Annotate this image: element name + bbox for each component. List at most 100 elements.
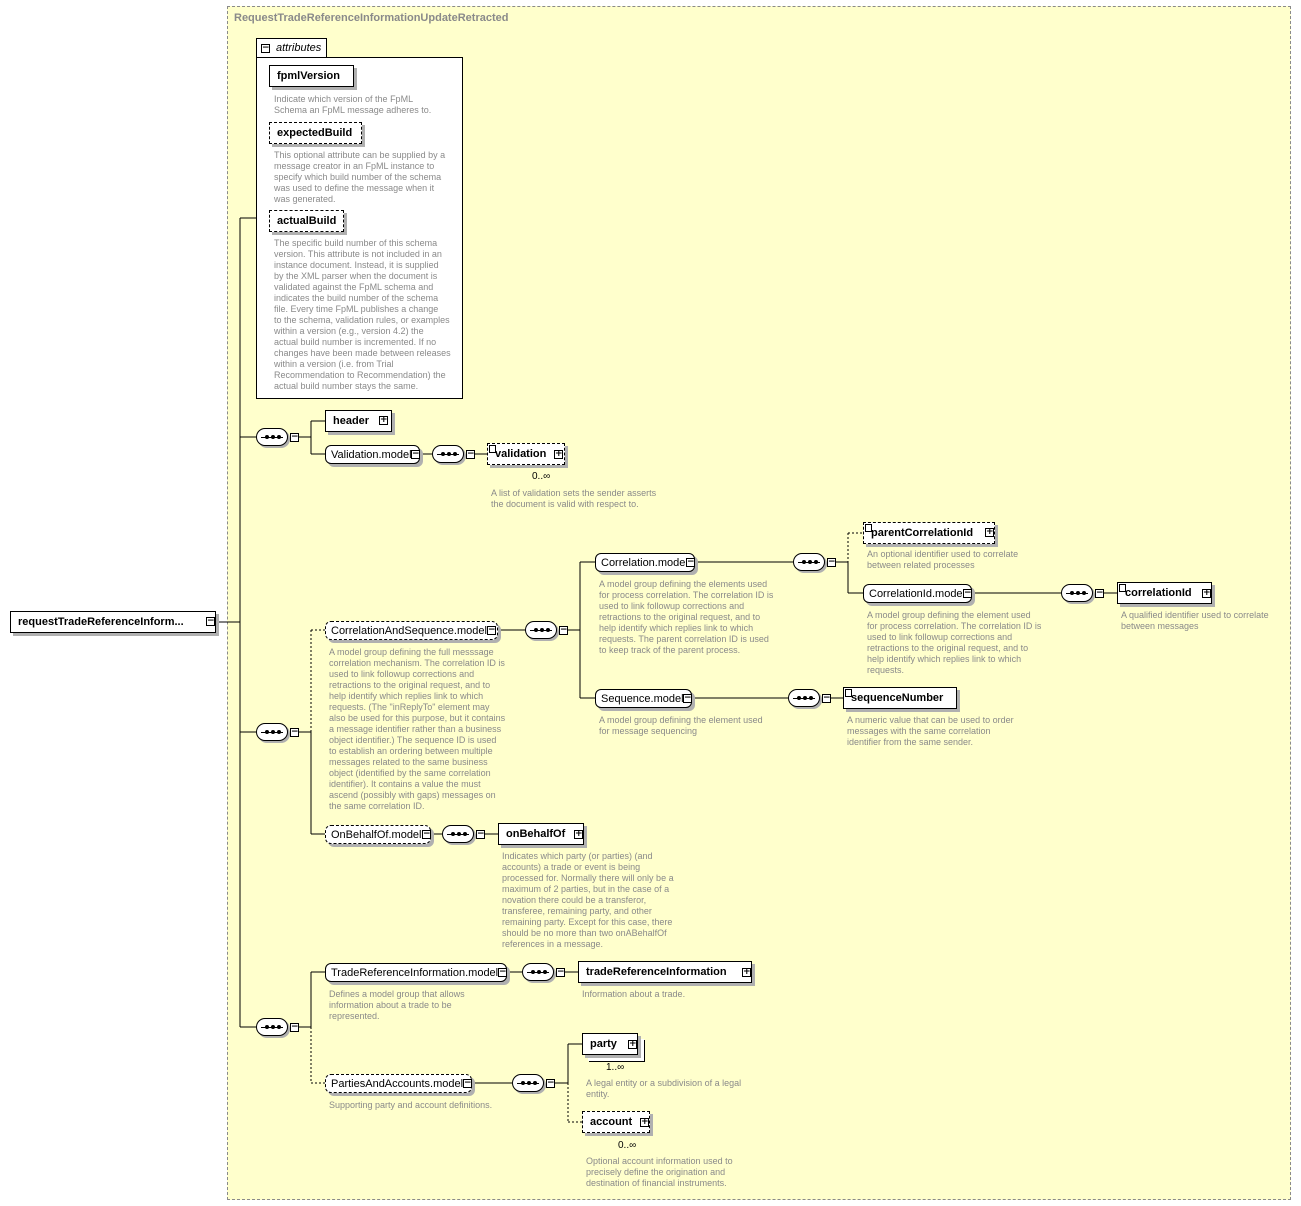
- collapse-icon[interactable]: −: [290, 727, 299, 737]
- element-parent-correlation-id[interactable]: parentCorrelationId: [863, 522, 995, 544]
- element-description: An optional identifier used to correlate…: [867, 549, 1019, 570]
- element-label: tradeReferenceInformation: [586, 966, 727, 978]
- collapse-icon[interactable]: −: [556, 967, 565, 977]
- group-label: Validation.model: [331, 448, 412, 461]
- element-label: party: [590, 1038, 617, 1050]
- group-correlation-model[interactable]: Correlation.model: [595, 553, 695, 572]
- group-description: Supporting party and account definitions…: [329, 1100, 493, 1110]
- element-description: A numeric value that can be used to orde…: [847, 715, 1014, 747]
- group-label: CorrelationId.model: [869, 587, 965, 600]
- element-on-behalf-of[interactable]: onBehalfOf: [498, 823, 584, 845]
- sequence-compositor: [788, 689, 820, 707]
- element-description: Information about a trade.: [582, 989, 686, 999]
- collapse-icon[interactable]: −: [206, 616, 215, 626]
- collapse-icon[interactable]: −: [498, 967, 507, 977]
- collapse-icon[interactable]: −: [686, 557, 695, 567]
- collapse-icon[interactable]: −: [411, 449, 420, 459]
- element-header[interactable]: header: [325, 410, 392, 432]
- collapse-icon[interactable]: −: [822, 693, 831, 703]
- cardinality-label: 0..∞: [618, 1140, 637, 1151]
- sequence-compositor: [256, 428, 288, 446]
- root-element-label: requestTradeReferenceInform...: [18, 616, 184, 628]
- complex-type-title: RequestTradeReferenceInformationUpdateRe…: [234, 12, 509, 24]
- element-description: A qualified identifier used to correlate…: [1121, 610, 1269, 631]
- cardinality-label: 1..∞: [606, 1062, 625, 1073]
- expand-icon[interactable]: +: [985, 527, 994, 537]
- element-label: validation: [495, 448, 547, 460]
- element-label: sequenceNumber: [851, 692, 944, 704]
- element-label: account: [590, 1116, 633, 1128]
- sequence-compositor: [256, 723, 288, 741]
- attribute-description: Indicate which version of the FpML Schem…: [274, 94, 432, 115]
- attribute-description: This optional attribute can be supplied …: [274, 150, 446, 204]
- collapse-icon[interactable]: −: [476, 829, 485, 839]
- element-label: header: [333, 415, 370, 427]
- element-label: parentCorrelationId: [871, 527, 974, 539]
- group-trade-reference-information-model[interactable]: TradeReferenceInformation.model: [325, 963, 507, 982]
- element-party[interactable]: party: [582, 1033, 638, 1055]
- group-description: Defines a model group that allows inform…: [329, 989, 465, 1021]
- collapse-icon[interactable]: −: [290, 1022, 299, 1032]
- element-validation[interactable]: validation: [487, 443, 565, 465]
- expand-icon[interactable]: +: [640, 1117, 649, 1127]
- sequence-compositor: [1061, 584, 1093, 602]
- sequence-compositor: [793, 553, 825, 571]
- group-on-behalf-of-model[interactable]: OnBehalfOf.model: [325, 825, 431, 844]
- collapse-icon[interactable]: −: [546, 1078, 555, 1088]
- collapse-icon[interactable]: −: [559, 625, 568, 635]
- element-description: Indicates which party (or parties) (and …: [502, 851, 674, 949]
- expand-icon[interactable]: +: [1202, 588, 1211, 598]
- sequence-compositor: [522, 963, 554, 981]
- group-validation-model[interactable]: Validation.model: [325, 445, 420, 464]
- collapse-icon[interactable]: −: [466, 449, 475, 459]
- group-description: A model group defining the full messsage…: [329, 647, 506, 811]
- element-account[interactable]: account: [582, 1111, 650, 1133]
- collapse-icon[interactable]: −: [683, 693, 692, 703]
- sequence-compositor: [256, 1018, 288, 1036]
- group-label: PartiesAndAccounts.model: [331, 1077, 464, 1090]
- collapse-icon[interactable]: −: [463, 1078, 472, 1088]
- element-description: A list of validation sets the sender ass…: [491, 488, 657, 509]
- attribute-fpml-version[interactable]: fpmlVersion: [269, 65, 354, 87]
- root-element[interactable]: requestTradeReferenceInform...: [10, 611, 216, 633]
- element-description: Optional account information used to pre…: [586, 1156, 733, 1188]
- expand-icon[interactable]: +: [379, 415, 388, 425]
- group-label: OnBehalfOf.model: [331, 828, 422, 841]
- expand-icon[interactable]: +: [628, 1039, 637, 1049]
- group-sequence-model[interactable]: Sequence.model: [595, 689, 692, 708]
- documentation-icon: [845, 689, 852, 697]
- documentation-icon: [1119, 584, 1126, 592]
- attribute-label: expectedBuild: [277, 127, 353, 139]
- collapse-icon[interactable]: −: [422, 829, 431, 839]
- sequence-compositor: [442, 825, 474, 843]
- collapse-icon[interactable]: −: [1095, 588, 1104, 598]
- group-correlation-and-sequence-model[interactable]: CorrelationAndSequence.model: [325, 621, 498, 640]
- sequence-compositor: [512, 1074, 544, 1092]
- sequence-compositor: [525, 621, 557, 639]
- expand-icon[interactable]: +: [742, 967, 751, 977]
- collapse-icon[interactable]: −: [827, 557, 836, 567]
- collapse-icon[interactable]: −: [261, 43, 270, 53]
- element-description: A legal entity or a subdivision of a leg…: [586, 1078, 742, 1099]
- attribute-label: actualBuild: [277, 215, 337, 227]
- cardinality-label: 0..∞: [532, 471, 551, 482]
- group-correlation-id-model[interactable]: CorrelationId.model: [863, 584, 972, 603]
- group-parties-and-accounts-model[interactable]: PartiesAndAccounts.model: [325, 1074, 472, 1093]
- expand-icon[interactable]: +: [574, 829, 583, 839]
- group-label: Sequence.model: [601, 692, 684, 705]
- attribute-actual-build[interactable]: actualBuild: [269, 210, 344, 232]
- group-description: A model group defining the elements used…: [599, 579, 774, 655]
- attributes-tab-label: attributes: [276, 42, 322, 54]
- element-correlation-id[interactable]: correlationId: [1117, 582, 1212, 604]
- element-sequence-number[interactable]: sequenceNumber: [843, 687, 957, 709]
- attribute-expected-build[interactable]: expectedBuild: [269, 122, 362, 144]
- group-description: A model group defining the element used …: [599, 715, 763, 736]
- expand-icon[interactable]: +: [554, 449, 563, 459]
- documentation-icon: [489, 445, 496, 453]
- element-trade-reference-information[interactable]: tradeReferenceInformation: [578, 961, 752, 983]
- collapse-icon[interactable]: −: [290, 432, 299, 442]
- collapse-icon[interactable]: −: [963, 588, 972, 598]
- attribute-label: fpmlVersion: [277, 70, 340, 82]
- collapse-icon[interactable]: −: [487, 625, 496, 635]
